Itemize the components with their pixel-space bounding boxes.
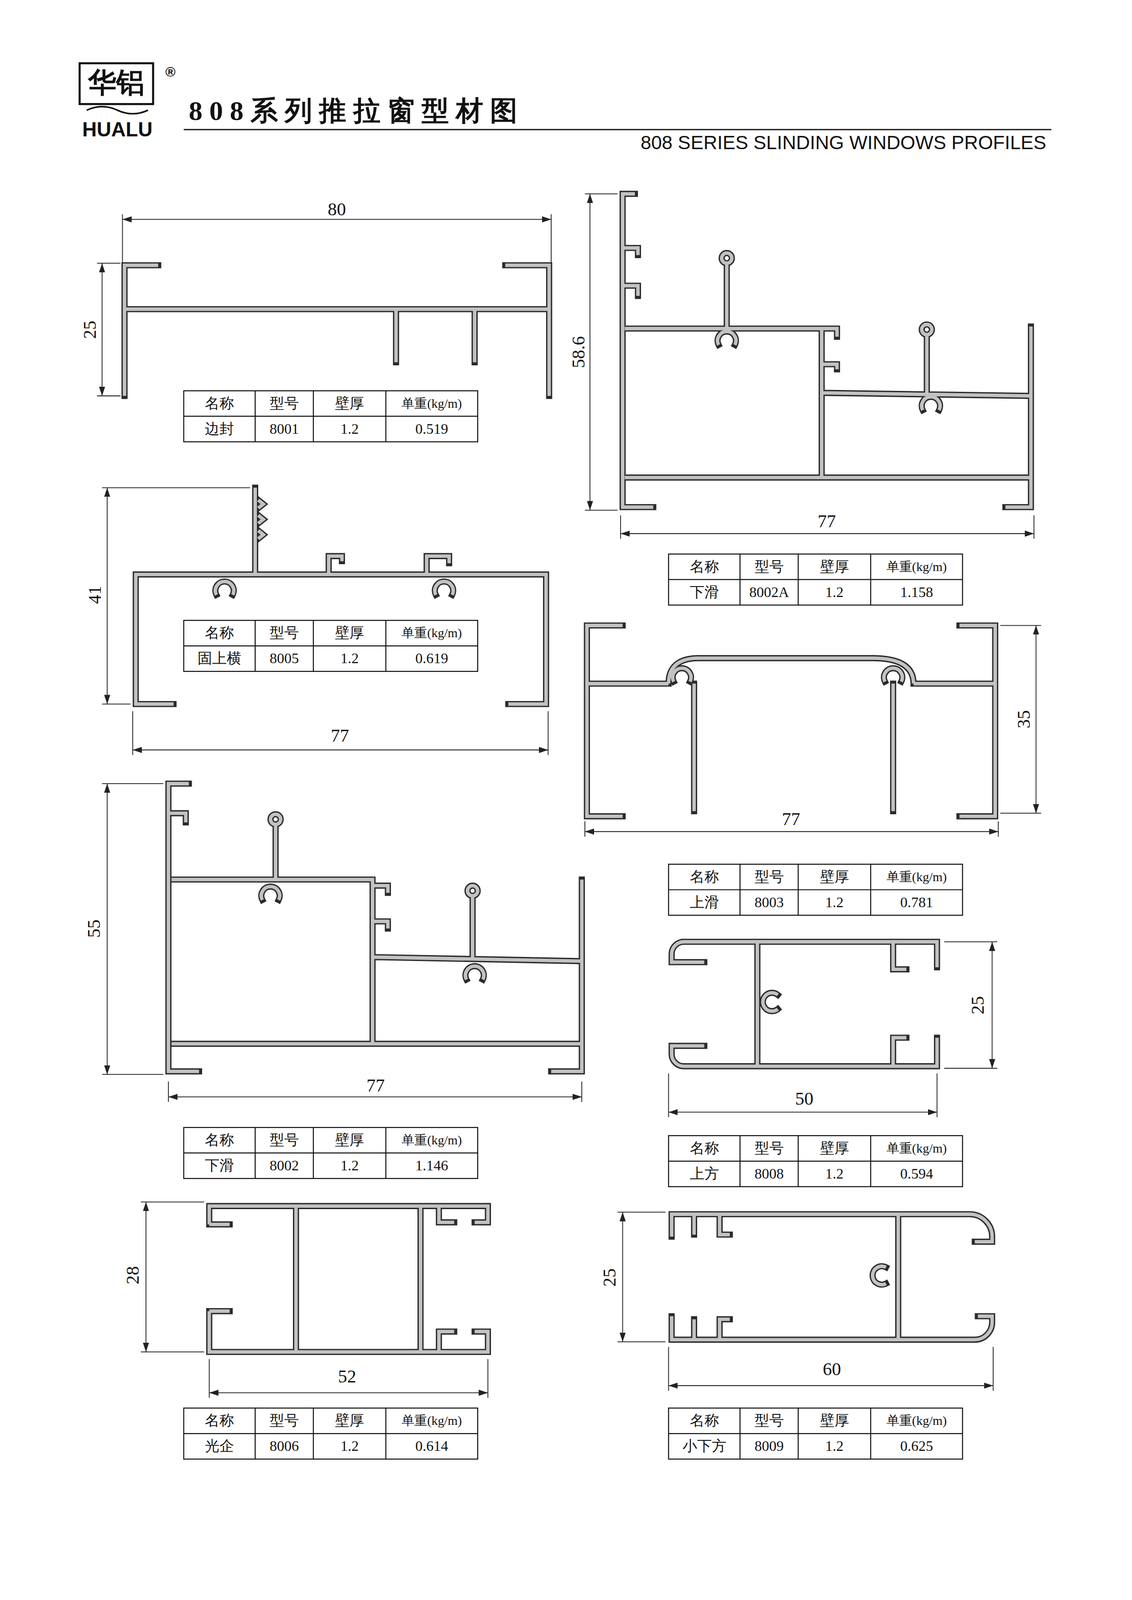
page-subtitle: 808 SERIES SLINDING WINDOWS PROFILES: [640, 132, 1047, 154]
table-cell: 小下方: [682, 1439, 727, 1456]
table-cell: 8005: [269, 650, 299, 667]
table-cell: 固上横: [197, 650, 242, 667]
dimension: 77: [330, 725, 350, 746]
table-header: 壁厚: [819, 1140, 850, 1157]
page-title: 808系列推拉窗型材图: [188, 95, 525, 126]
table-header: 型号: [269, 395, 299, 412]
table-header: 名称: [689, 1413, 720, 1430]
table-cell: 1.2: [825, 584, 844, 601]
table-cell: 下滑: [689, 584, 720, 601]
table-header: 单重(kg/m): [401, 396, 462, 411]
table-header: 壁厚: [819, 1413, 850, 1430]
dimension: 35: [1013, 710, 1034, 729]
table-cell: 1.2: [340, 650, 359, 667]
table-cell: 上滑: [689, 894, 720, 911]
table-cell: 0.594: [900, 1166, 934, 1183]
dimension: 41: [84, 585, 105, 605]
table-cell: 1.2: [825, 1166, 844, 1183]
table-cell: 光企: [204, 1439, 235, 1456]
table-header: 单重(kg/m): [886, 870, 947, 885]
dimension: 77: [817, 511, 836, 532]
table-cell: 1.2: [340, 421, 359, 438]
table-header: 单重(kg/m): [886, 559, 947, 574]
table-cell: 8001: [269, 421, 299, 438]
table-cell: 0.614: [415, 1439, 449, 1456]
table-header: 单重(kg/m): [886, 1142, 947, 1157]
dimension: 60: [822, 1359, 841, 1380]
dimension: 25: [79, 320, 100, 340]
dimension: 50: [795, 1089, 814, 1110]
logo-name: HUALU: [82, 118, 153, 141]
table-header: 型号: [269, 625, 299, 642]
table-cell: 1.2: [340, 1439, 359, 1456]
table-header: 壁厚: [819, 869, 850, 886]
table-header: 型号: [754, 869, 784, 886]
table-cell: 0.781: [900, 894, 934, 911]
dimension: 55: [83, 919, 105, 939]
table-header: 壁厚: [334, 1132, 365, 1149]
table-cell: 8002A: [749, 584, 789, 601]
table-header: 型号: [754, 1413, 784, 1430]
table-header: 型号: [754, 1140, 784, 1157]
table-header: 名称: [689, 869, 720, 886]
table-header: 单重(kg/m): [401, 1414, 462, 1429]
table-header: 名称: [204, 395, 235, 412]
dimension: 25: [599, 1268, 620, 1288]
table-header: 壁厚: [819, 558, 850, 575]
table-cell: 1.2: [825, 1439, 844, 1456]
table-cell: 上方: [689, 1166, 720, 1183]
table-cell: 边封: [204, 421, 235, 438]
table-cell: 1.158: [900, 584, 934, 601]
registered-mark: ®: [165, 63, 176, 79]
table-header: 名称: [204, 625, 235, 642]
table-header: 单重(kg/m): [886, 1414, 947, 1429]
dimension: 77: [366, 1075, 385, 1096]
table-cell: 8003: [754, 894, 784, 911]
table-cell: 8008: [754, 1166, 784, 1183]
table-header: 单重(kg/m): [401, 1133, 462, 1148]
dimension: 77: [782, 809, 801, 830]
table-cell: 0.619: [415, 650, 449, 667]
dimension: 28: [122, 1266, 143, 1285]
table-header: 壁厚: [334, 1413, 365, 1430]
table-header: 壁厚: [334, 395, 365, 412]
table-cell: 1.2: [340, 1158, 359, 1174]
dimension: 52: [338, 1366, 357, 1388]
table-header: 名称: [204, 1413, 235, 1430]
table-header: 型号: [269, 1413, 299, 1430]
table-header: 名称: [689, 558, 720, 575]
table-header: 壁厚: [334, 625, 365, 642]
table-header: 名称: [204, 1132, 235, 1149]
table-cell: 8009: [754, 1439, 784, 1456]
table-cell: 8006: [269, 1439, 299, 1456]
table-header: 型号: [269, 1132, 299, 1149]
table-header: 名称: [689, 1140, 720, 1157]
dimension: 58.6: [568, 336, 589, 369]
table-cell: 8002: [269, 1158, 299, 1174]
table-cell: 0.625: [900, 1439, 934, 1456]
dimension: 25: [967, 996, 988, 1015]
dimension: 80: [327, 199, 346, 220]
table-header: 型号: [754, 558, 784, 575]
table-cell: 1.146: [415, 1158, 449, 1174]
table-cell: 1.2: [825, 894, 844, 911]
logo-text: 华铝: [88, 67, 145, 99]
table-cell: 下滑: [204, 1158, 235, 1174]
table-cell: 0.519: [415, 421, 449, 438]
table-header: 单重(kg/m): [401, 626, 462, 641]
